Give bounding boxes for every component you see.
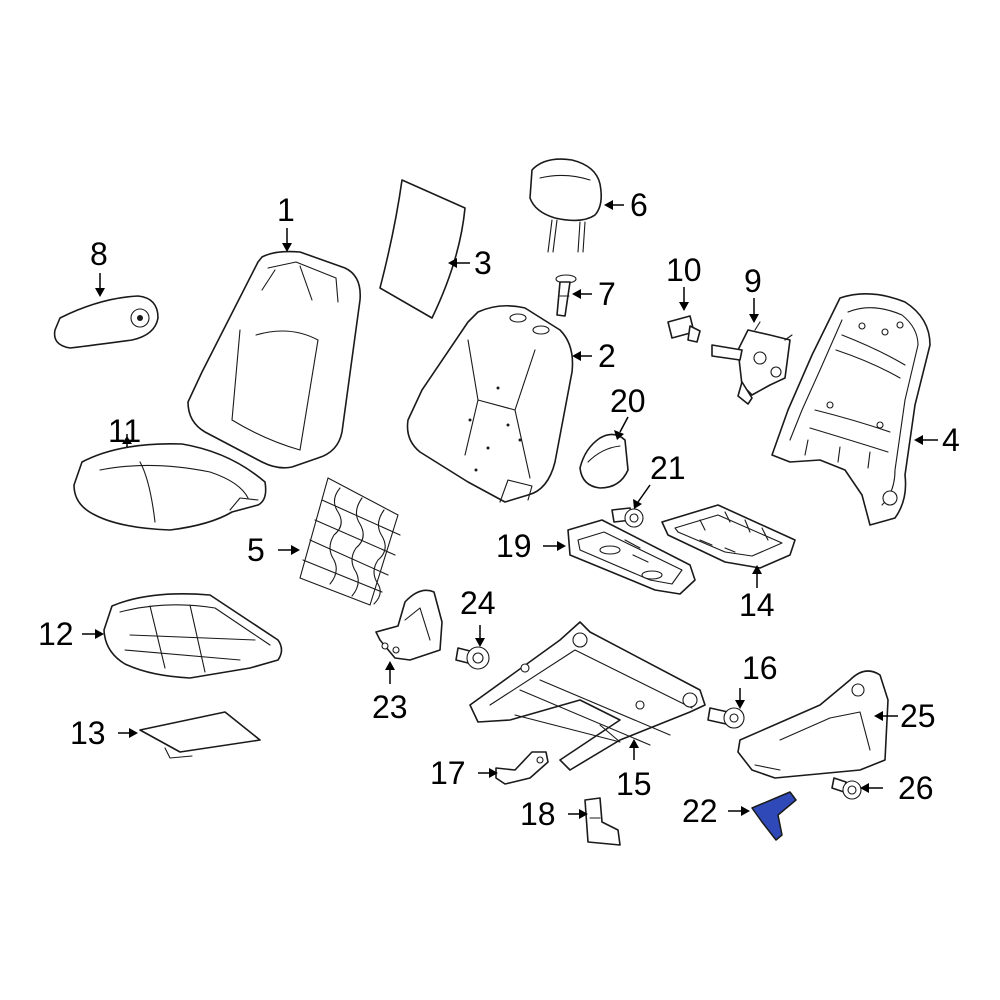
callout-23: 23 — [372, 689, 408, 725]
callout-8: 8 — [90, 236, 108, 272]
leader-lines — [82, 200, 938, 819]
callout-numbers: 1 2 3 4 5 6 7 8 9 10 11 12 13 14 15 16 1… — [38, 187, 960, 832]
part-24-bolt — [455, 646, 490, 670]
part-3-back-panel — [379, 179, 466, 319]
part-9-recliner — [711, 321, 793, 405]
callout-12: 12 — [38, 616, 74, 652]
part-11-seat-cushion-cover — [73, 443, 267, 531]
part-10-bolt — [667, 315, 701, 343]
callout-20: 20 — [610, 383, 646, 419]
callout-14: 14 — [739, 587, 775, 623]
callout-19: 19 — [496, 528, 532, 564]
part-25-side-shield — [737, 670, 889, 779]
part-19-cushion-pan — [567, 519, 696, 595]
callout-16: 16 — [742, 650, 778, 686]
part-23-side-cover — [375, 589, 443, 661]
part-17-bracket — [495, 751, 549, 785]
callout-3: 3 — [474, 245, 492, 281]
part-6-headrest — [529, 158, 602, 253]
callout-11: 11 — [108, 413, 141, 449]
callout-15: 15 — [616, 766, 652, 802]
part-21-bolt — [611, 507, 644, 528]
callout-24: 24 — [460, 585, 496, 621]
callout-5: 5 — [247, 532, 265, 568]
callout-18: 18 — [520, 796, 556, 832]
part-8-armrest — [53, 295, 159, 349]
part-22-bracket-highlighted — [751, 791, 797, 841]
callout-6: 6 — [630, 187, 648, 223]
part-12-cushion-pad — [103, 593, 283, 679]
part-26-bolt — [831, 777, 862, 800]
callout-1: 1 — [277, 192, 295, 228]
callout-2: 2 — [598, 338, 616, 374]
part-15-seat-track — [469, 621, 706, 771]
part-13-mat — [139, 711, 261, 759]
part-1-seat-back-cover — [187, 250, 362, 469]
part-5-spring-mat — [299, 477, 401, 606]
part-2-seat-back-pad — [406, 304, 574, 503]
callout-10: 10 — [666, 252, 702, 288]
callout-26: 26 — [898, 770, 934, 806]
callout-22: 22 — [682, 793, 718, 829]
callout-17: 17 — [430, 755, 466, 791]
part-18-bracket — [584, 797, 621, 846]
callout-7: 7 — [598, 276, 616, 312]
callout-4: 4 — [942, 422, 960, 458]
part-16-bolt — [707, 707, 745, 729]
callout-13: 13 — [70, 715, 106, 751]
callout-21: 21 — [650, 450, 686, 486]
part-7-headrest-guide — [555, 274, 577, 317]
part-20-lumbar-cover — [579, 433, 629, 489]
callout-9: 9 — [744, 263, 762, 299]
part-14-cushion-frame — [661, 504, 796, 569]
part-4-seat-back-frame — [771, 293, 931, 526]
callout-25: 25 — [900, 698, 936, 734]
